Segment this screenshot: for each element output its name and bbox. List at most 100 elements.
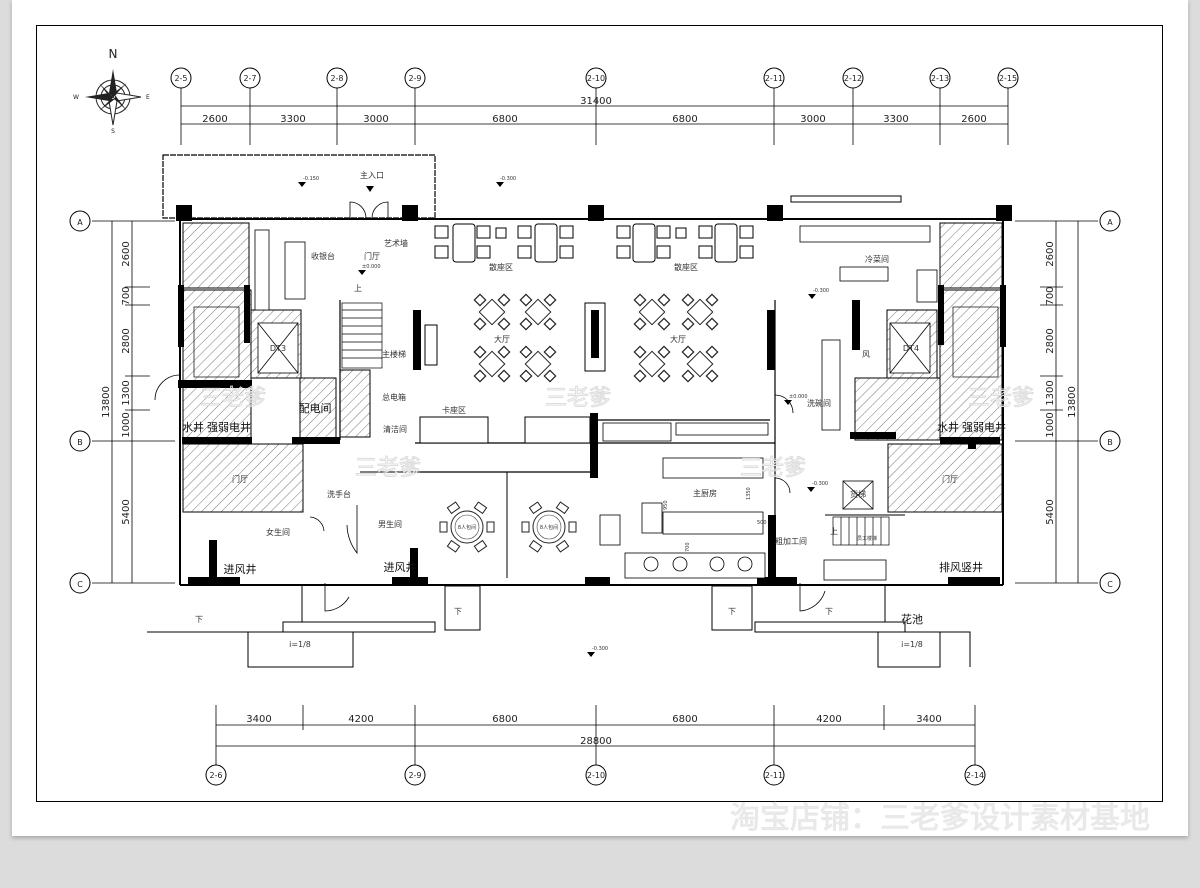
axis-label: 2-5: [174, 74, 187, 83]
dim-segment: 6800: [672, 714, 697, 725]
label-cashier: 收银台: [311, 251, 335, 261]
label-main-entrance: 主入口: [360, 170, 384, 180]
kitchen-dim: 700: [685, 542, 691, 552]
doors: [154, 201, 826, 612]
label-water-shaft: 水井: [937, 420, 959, 434]
label-main-panel: 总电箱: [382, 392, 406, 402]
axis-label: C: [1107, 580, 1113, 589]
compass-w: W: [73, 94, 79, 101]
bottom-axis-markers: [205, 764, 986, 786]
axis-label: 2-12: [844, 74, 862, 83]
label-foyer-left: 门厅: [232, 474, 248, 484]
dim-segment: 1300: [1045, 380, 1056, 405]
elevation-label: -0.150: [303, 176, 319, 182]
kitchen-dim: 1350: [746, 487, 752, 500]
elevation-label: ±0.000: [362, 264, 381, 270]
elevation-label: -0.300: [592, 646, 608, 652]
facade-sign: [790, 195, 902, 203]
axis-label: B: [1107, 438, 1113, 447]
dim-segment: 6800: [492, 114, 517, 125]
elevation-label: -0.300: [813, 288, 829, 294]
dim-segment: 6800: [672, 114, 697, 125]
kitchen-dim: 950: [663, 500, 669, 510]
label-mens-room: 男生间: [378, 519, 402, 529]
elevation-label: -0.300: [500, 176, 516, 182]
label-up: 上: [354, 284, 362, 293]
compass-e: E: [146, 94, 150, 101]
dim-segment: 2600: [1045, 241, 1056, 266]
label-air: 风: [862, 350, 870, 359]
compass-icon: [85, 69, 142, 126]
axis-label: 2-15: [999, 74, 1017, 83]
label-prep-room: 粗加工间: [775, 536, 807, 546]
watermark-mark: 三老爹: [545, 386, 611, 411]
label-open-seating: 散座区: [674, 262, 698, 272]
label-air-intake: 进风井: [224, 562, 257, 576]
bottom-dimensions: [215, 705, 976, 765]
axis-label: 2-13: [931, 74, 949, 83]
label-hall: 大厅: [670, 334, 686, 344]
label-private-room: 8人包间: [458, 524, 476, 531]
kitchen-dim: 500: [757, 520, 767, 526]
elevation-markers: -0.150 -0.300 ±0.000 -0.300 ±0.000 -0.30…: [298, 176, 829, 657]
axis-label: B: [77, 438, 83, 447]
label-power-room: 配电间: [299, 402, 332, 415]
entrance-canopy: [162, 154, 436, 219]
dim-segment: 5400: [1045, 499, 1056, 524]
label-cold-dish-room: 冷菜间: [865, 254, 889, 264]
label-booth-area: 卡座区: [442, 405, 466, 415]
dim-segment: 3000: [363, 114, 388, 125]
label-flower-bed: 花池: [901, 613, 923, 626]
axis-label: 2-6: [209, 771, 222, 780]
label-up: 上: [830, 527, 838, 536]
side-dim-labels-right: 13800 2600 700 2800 1300 1000 5400: [1045, 241, 1078, 524]
label-air-intake: 进风井: [384, 560, 417, 574]
label-ramp: i=1/8: [901, 640, 923, 649]
top-dimensions: [180, 88, 1009, 145]
label-private-room: 8人包间: [540, 524, 558, 531]
label-down: 下: [195, 615, 203, 624]
elevation-label: -0.300: [812, 481, 828, 487]
label-exhaust-shaft: 排风竖井: [939, 560, 983, 574]
label-foyer-right: 门厅: [942, 474, 958, 484]
label-staff-stair: 员工楼梯: [857, 535, 877, 542]
label-open-seating: 散座区: [489, 262, 513, 272]
dim-segment: 2800: [121, 328, 132, 353]
dim-segment: 5400: [121, 499, 132, 524]
dim-segment: 2600: [121, 241, 132, 266]
label-ramp: i=1/8: [289, 640, 311, 649]
top-axis-markers: [170, 67, 1019, 89]
side-dim-labels-left: 13800 2600 700 2800 1300 1000 5400: [101, 241, 132, 524]
label-down: 下: [454, 607, 462, 616]
label-down: 下: [825, 607, 833, 616]
main-stair: [193, 302, 999, 546]
label-foyer-center: 门厅: [364, 251, 380, 261]
compass-n: N: [109, 47, 118, 61]
dim-segment: 1000: [121, 412, 132, 437]
dim-segment: 3400: [246, 714, 271, 725]
axis-label: A: [1107, 218, 1113, 227]
dim-segment: 6800: [492, 714, 517, 725]
elevators: [257, 322, 931, 510]
kitchen-dims: 950 1350 500 700: [663, 487, 767, 552]
elevation-label: ±0.000: [789, 394, 808, 400]
watermark-text: 淘宝店铺：三老爹设计素材基地: [730, 801, 1150, 836]
axis-label: 2-8: [330, 74, 343, 83]
center-feature: [591, 310, 599, 358]
watermark-mark: 三老爹: [968, 386, 1034, 411]
label-freight-lift: 货梯: [850, 489, 866, 499]
axis-label: 2-11: [765, 74, 783, 83]
dim-segment: 2600: [961, 114, 986, 125]
label-water-shaft: 水井: [182, 420, 204, 434]
label-dishwash-room: 洗碗间: [807, 398, 831, 408]
dim-segment: 3300: [883, 114, 908, 125]
label-wash-basin: 洗手台: [327, 489, 351, 499]
sheet-border: [36, 25, 1163, 802]
dim-segment: 700: [121, 286, 132, 305]
axis-label: A: [77, 218, 83, 227]
label-elevator-dt3: DT3: [270, 344, 286, 353]
booth-seating-row: [419, 223, 754, 444]
room-labels: 主入口 艺术墙 收银台 门厅 散座区 散座区 大厅 大厅 主楼梯 总电箱 卡座区…: [182, 170, 1006, 649]
label-art-wall: 艺术墙: [384, 238, 408, 248]
label-main-kitchen: 主厨房: [693, 488, 717, 498]
